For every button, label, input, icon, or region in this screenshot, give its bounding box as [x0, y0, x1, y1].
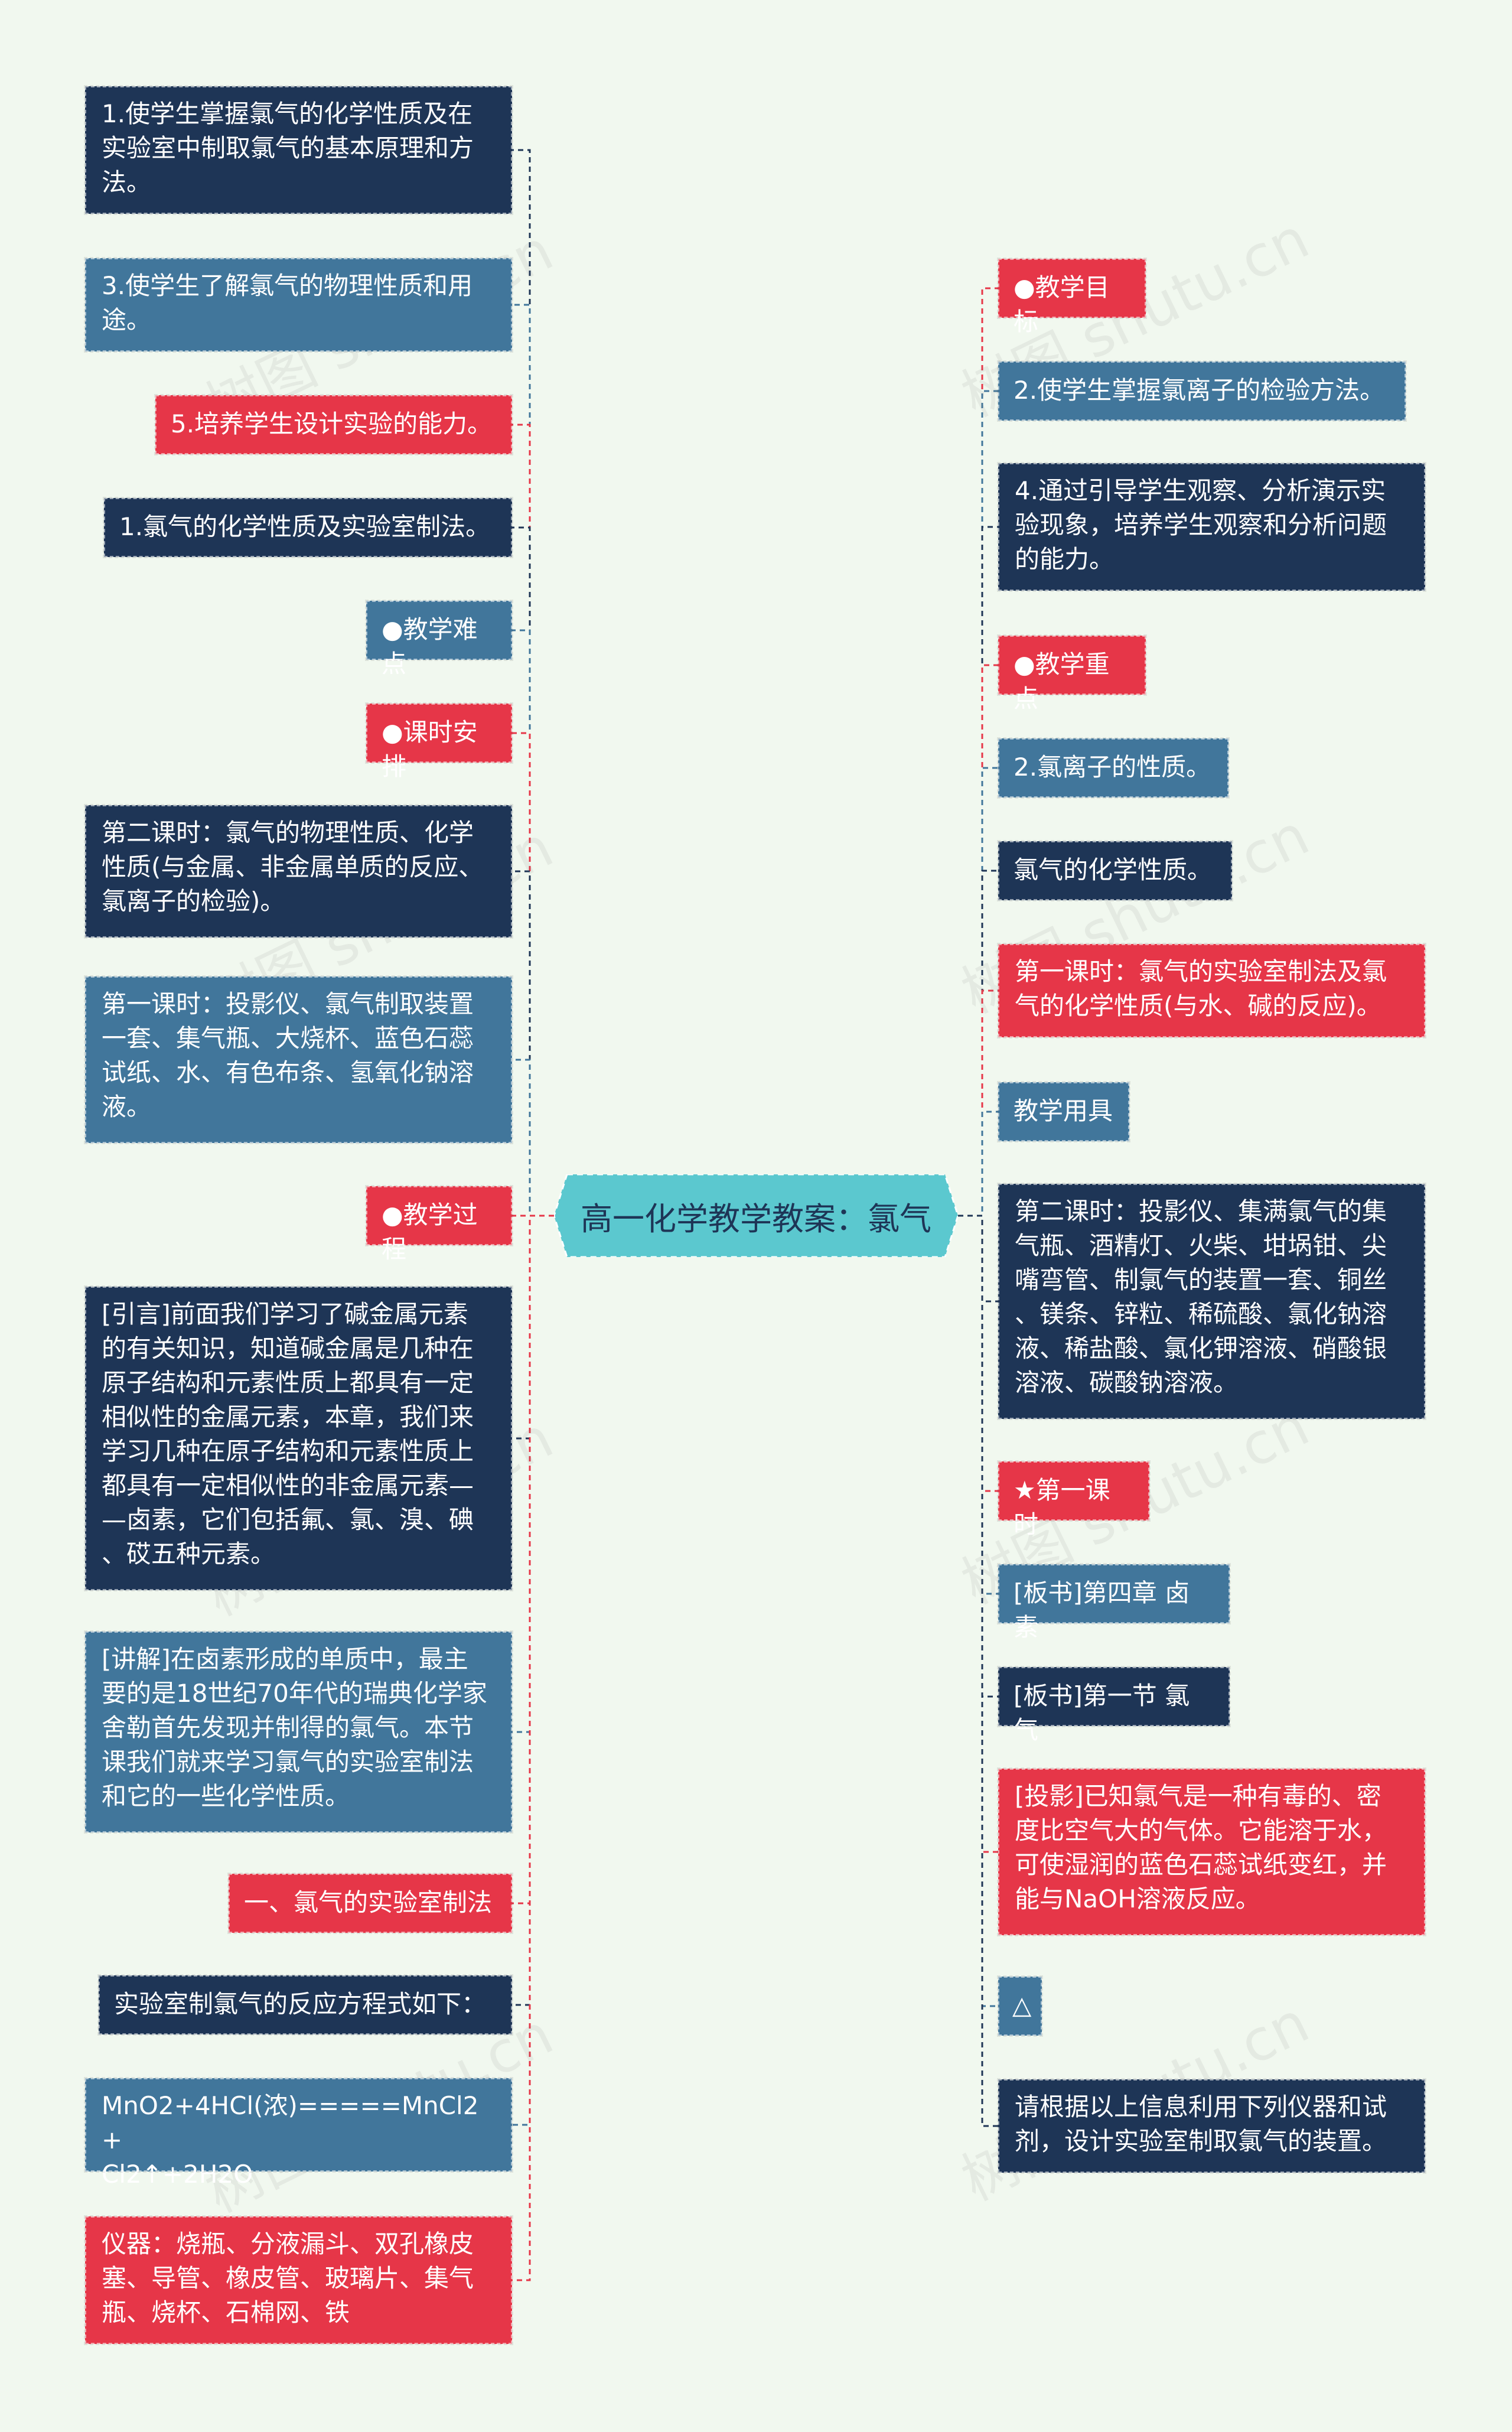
connector-line	[958, 870, 998, 1217]
connector-line	[958, 1215, 998, 1698]
connector-line	[958, 1215, 998, 1492]
right-node-second-lesson-tools[interactable]: 第二课时：投影仪、集满氯气的集 气瓶、酒精灯、火柴、坩埚钳、尖 嘴弯管、制氯气的…	[997, 1183, 1426, 1420]
left-node-introduction[interactable]: [引言]前面我们学习了碱金属元素 的有关知识，知道碱金属是几种在 原子结构和元素…	[84, 1285, 513, 1591]
connector-line	[512, 1215, 554, 1904]
connector-line	[958, 1215, 998, 2007]
connector-line	[512, 424, 554, 1217]
root-topic-label: 高一化学教学教案：氯气	[581, 1200, 931, 1238]
connector-line	[512, 1215, 554, 1733]
connector-line	[512, 1215, 554, 2126]
left-node-lab-method-heading[interactable]: 一、氯气的实验室制法	[227, 1873, 513, 1934]
left-node-apparatus[interactable]: 仪器：烧瓶、分液漏斗、双孔橡皮 塞、导管、橡皮管、玻璃片、集气 瓶、烧杯、石棉网…	[84, 2215, 513, 2345]
connector-line	[512, 304, 554, 1217]
connector-line	[958, 390, 998, 1217]
right-node-board-section[interactable]: [板书]第一节 氯气	[997, 1666, 1231, 1744]
left-node-objective-3[interactable]: 3.使学生了解氯气的物理性质和用 途。	[84, 257, 513, 353]
right-node-tools-heading[interactable]: 教学用具	[997, 1081, 1130, 1142]
connector-line	[512, 629, 554, 1217]
left-node-equation-intro[interactable]: 实验室制氯气的反应方程式如下：	[97, 1974, 513, 2036]
connector-line	[958, 1111, 998, 1217]
connector-line	[512, 732, 554, 1217]
right-node-first-lesson-heading[interactable]: ★第一课时	[997, 1460, 1151, 1539]
left-node-key-point-1[interactable]: 1.氯气的化学性质及实验室制法。	[103, 497, 513, 558]
right-node-board-chapter[interactable]: [板书]第四章 卤素	[997, 1563, 1231, 1642]
connector-line	[512, 1215, 554, 2281]
connector-line	[512, 1215, 554, 1440]
connector-line	[958, 767, 998, 1217]
left-node-first-lesson-tools[interactable]: 第一课时：投影仪、氯气制取装置 一套、集气瓶、大烧杯、蓝色石蕊 试纸、水、有色布…	[84, 975, 513, 1144]
left-node-objective-1[interactable]: 1.使学生掌握氯气的化学性质及在 实验室中制取氯气的基本原理和方 法。	[84, 85, 513, 215]
connector-line	[958, 287, 998, 1217]
connector-line	[512, 870, 554, 1217]
right-node-design-task[interactable]: 请根据以上信息利用下列仪器和试 剂，设计实验室制取氯气的装置。	[997, 2078, 1426, 2174]
connector-line	[958, 1215, 998, 1303]
right-node-key-points-heading[interactable]: ●教学重点	[997, 634, 1147, 713]
right-node-difficulty-content[interactable]: 氯气的化学性质。	[997, 840, 1233, 901]
right-node-projection[interactable]: [投影]已知氯气是一种有毒的、密 度比空气大的气体。它能溶于水， 可使湿润的蓝色…	[997, 1767, 1426, 1936]
left-node-equation[interactable]: MnO2+4HCl(浓)=====MnCl2+ Cl2↑+2H2O	[84, 2077, 513, 2189]
connector-line	[512, 149, 554, 1217]
left-node-second-lesson[interactable]: 第二课时：氯气的物理性质、化学 性质(与金属、非金属单质的反应、 氯离子的检验)…	[84, 804, 513, 939]
right-node-first-lesson[interactable]: 第一课时：氯气的实验室制法及氯 气的化学性质(与水、碱的反应)。	[997, 943, 1426, 1038]
right-node-objective-4[interactable]: 4.通过引导学生观察、分析演示实 验现象，培养学生观察和分析问题 的能力。	[997, 462, 1426, 592]
right-node-objective-2[interactable]: 2.使学生掌握氯离子的检验方法。	[997, 360, 1407, 422]
left-node-objective-5[interactable]: 5.培养学生设计实验的能力。	[154, 394, 513, 455]
left-node-schedule-heading[interactable]: ●课时安排	[365, 702, 513, 781]
connector-line	[958, 664, 998, 1217]
right-node-triangle[interactable]: △	[997, 1975, 1043, 2037]
connector-line	[958, 1215, 998, 2127]
connector-line	[958, 989, 998, 1217]
right-node-key-point-2[interactable]: 2.氯离子的性质。	[997, 737, 1230, 799]
root-hexagon-shape	[554, 1174, 958, 1257]
connector-line	[958, 1215, 998, 1595]
left-node-difficulty-heading[interactable]: ●教学难点	[365, 600, 513, 678]
connector-line	[512, 1059, 554, 1217]
left-node-explanation[interactable]: [讲解]在卤素形成的单质中，最主 要的是18世纪70年代的瑞典化学家 舍勒首先发…	[84, 1630, 513, 1834]
right-node-objectives-heading[interactable]: ●教学目标	[997, 258, 1147, 336]
left-node-process-heading[interactable]: ●教学过程	[365, 1185, 513, 1264]
connector-line	[512, 1215, 554, 2006]
connector-line	[958, 1215, 998, 1853]
root-topic[interactable]: 高一化学教学教案：氯气	[554, 1174, 958, 1257]
